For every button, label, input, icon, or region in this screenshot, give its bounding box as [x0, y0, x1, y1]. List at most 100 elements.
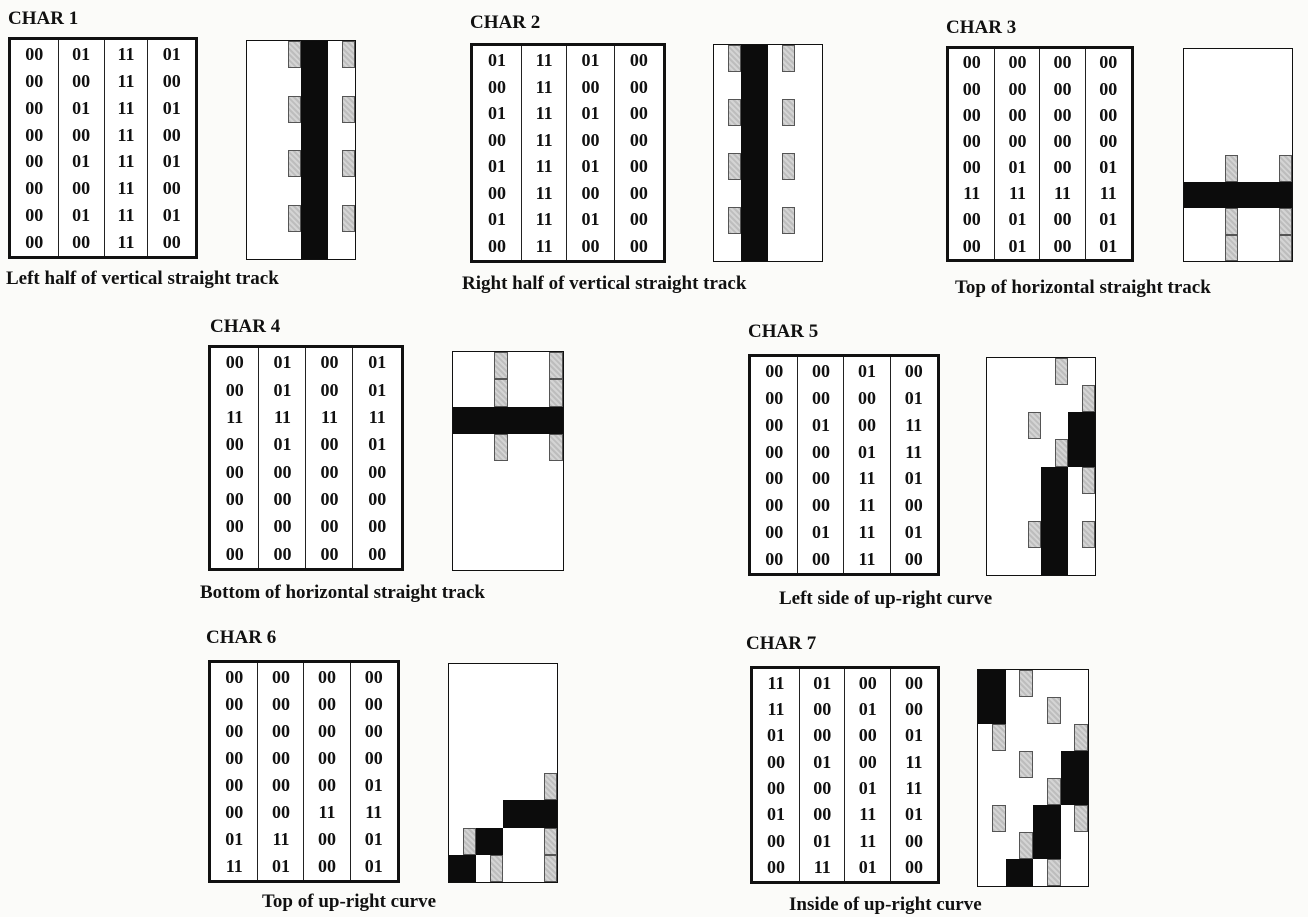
pixel — [978, 859, 992, 886]
pixel — [467, 516, 481, 543]
pixel — [1068, 412, 1082, 439]
pixel — [992, 670, 1006, 697]
code-cell: 00 — [210, 691, 258, 718]
pixel — [1019, 697, 1033, 724]
code-cell: 00 — [750, 411, 798, 438]
pixel — [544, 855, 558, 882]
code-cell: 01 — [350, 771, 398, 798]
pixel — [530, 691, 544, 718]
pixel — [782, 99, 796, 126]
pixel — [522, 434, 536, 461]
pixel — [1061, 724, 1075, 751]
pixel — [453, 516, 467, 543]
code-cell: 11 — [104, 228, 148, 257]
code-cell: 11 — [258, 825, 304, 852]
code-cell: 00 — [567, 180, 615, 207]
pixel — [1238, 208, 1252, 235]
code-cell: 00 — [799, 801, 845, 827]
pixel — [1028, 467, 1042, 494]
pixel — [1014, 385, 1028, 412]
code-cell: 00 — [304, 771, 350, 798]
pixel — [449, 664, 463, 691]
pixel — [494, 434, 508, 461]
pixel — [467, 352, 481, 379]
pixel — [274, 205, 288, 232]
pixel — [741, 45, 755, 72]
pixel — [1014, 412, 1028, 439]
code-cell: 00 — [1085, 76, 1132, 102]
code-cell: 00 — [614, 100, 664, 127]
pixel — [1082, 548, 1096, 575]
pixel — [463, 691, 477, 718]
pixel — [1252, 155, 1266, 182]
pixel — [714, 153, 728, 180]
pixel — [728, 99, 742, 126]
char-3-caption: Top of horizontal straight track — [955, 277, 1211, 299]
code-cell: 00 — [210, 540, 259, 570]
code-cell: 00 — [1040, 206, 1085, 232]
code-cell: 00 — [148, 68, 197, 95]
pixel — [247, 68, 261, 95]
pixel — [1074, 670, 1088, 697]
pixel — [453, 352, 467, 379]
code-cell: 00 — [258, 798, 304, 825]
pixel — [503, 691, 517, 718]
code-cell: 11 — [522, 126, 567, 153]
pixel — [1033, 832, 1047, 859]
pixel — [782, 234, 796, 261]
pixel — [342, 232, 356, 259]
pixel — [992, 778, 1006, 805]
pixel — [1225, 182, 1239, 209]
pixel — [1028, 439, 1042, 466]
pixel — [1184, 182, 1198, 209]
code-cell: 11 — [306, 403, 353, 430]
pixel — [544, 773, 558, 800]
code-cell: 00 — [472, 180, 522, 207]
pixel — [481, 352, 495, 379]
pixel — [315, 150, 329, 177]
pixel — [1265, 102, 1279, 129]
pixel — [536, 516, 550, 543]
code-cell: 01 — [148, 39, 197, 68]
pixel — [714, 45, 728, 72]
pixel — [768, 45, 782, 72]
code-cell: 01 — [58, 148, 104, 175]
char-4-title: CHAR 4 — [210, 316, 280, 338]
code-cell: 01 — [799, 668, 845, 697]
char-7-title: CHAR 7 — [746, 633, 816, 655]
pixel — [288, 177, 302, 204]
code-cell: 01 — [350, 825, 398, 852]
code-cell: 11 — [350, 798, 398, 825]
code-cell: 01 — [148, 202, 197, 229]
code-cell: 00 — [58, 68, 104, 95]
pixel — [1001, 467, 1015, 494]
pixel — [1055, 385, 1069, 412]
pixel — [782, 72, 796, 99]
pixel — [755, 153, 769, 180]
pixel — [508, 488, 522, 515]
pixel — [1033, 670, 1047, 697]
pixel — [1047, 805, 1061, 832]
pixel — [449, 691, 463, 718]
pixel — [490, 855, 504, 882]
code-cell: 01 — [259, 376, 306, 403]
pixel — [549, 434, 563, 461]
code-cell: 01 — [567, 153, 615, 180]
pixel — [1061, 832, 1075, 859]
pixel — [1211, 155, 1225, 182]
code-cell: 00 — [948, 48, 995, 76]
code-cell: 00 — [210, 798, 258, 825]
pixel — [481, 488, 495, 515]
pixel — [1238, 49, 1252, 76]
pixel — [476, 664, 490, 691]
